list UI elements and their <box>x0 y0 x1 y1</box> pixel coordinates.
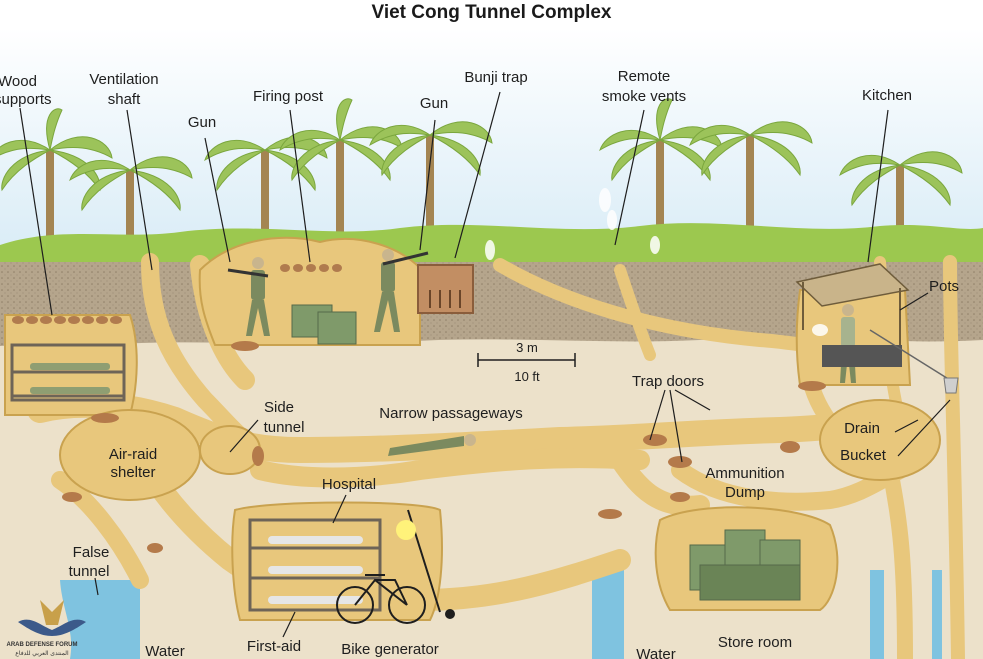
bunk-beds <box>10 343 382 612</box>
label-wood-supports-1: Wood <box>0 73 37 90</box>
label-gun-right: Gun <box>420 95 448 112</box>
forum-watermark-logo: ARAB DEFENSE FORUM المنتدى العربي للدفاع <box>6 600 86 657</box>
label-narrow-passageways: Narrow passageways <box>379 405 522 422</box>
label-pots: Pots <box>929 278 959 295</box>
bunji-trap-pit <box>417 264 474 314</box>
label-side-tunnel-2: tunnel <box>264 419 305 436</box>
trap-door-patches <box>62 341 826 553</box>
label-hospital: Hospital <box>322 476 376 493</box>
label-false-tunnel-2: tunnel <box>69 563 110 580</box>
label-remote-smoke-vents-1: Remote <box>618 68 671 85</box>
label-bike-generator: Bike generator <box>341 641 439 658</box>
water <box>60 570 942 659</box>
label-air-raid-shelter-2: shelter <box>110 464 155 481</box>
smoke-wisps <box>485 188 828 336</box>
label-drain: Drain <box>844 420 880 437</box>
watermark-line1: ARAB DEFENSE FORUM <box>6 642 77 648</box>
label-trap-doors: Trap doors <box>632 373 704 390</box>
label-ammunition-dump-1: Ammunition <box>705 465 784 482</box>
label-ammunition-dump-2: Dump <box>725 484 765 501</box>
diagram-title: Viet Cong Tunnel Complex <box>371 2 612 23</box>
label-store-room: Store room <box>718 634 792 651</box>
scale-imperial: 10 ft <box>514 369 540 384</box>
label-remote-smoke-vents-2: smoke vents <box>602 88 686 105</box>
label-wood-supports-2: supports <box>0 91 52 108</box>
labels: Wood supports Ventilation shaft Gun Firi… <box>0 68 959 659</box>
scale-bar: 3 m 10 ft <box>477 340 576 384</box>
label-gun-left: Gun <box>188 114 216 131</box>
watermark-line2: المنتدى العربي للدفاع <box>15 650 69 657</box>
label-water-right: Water <box>636 646 675 659</box>
label-side-tunnel-1: Side <box>264 399 294 416</box>
label-ventilation-shaft-2: shaft <box>108 91 141 108</box>
label-ventilation-shaft-1: Ventilation <box>89 71 158 88</box>
label-first-aid: First-aid <box>247 638 301 655</box>
scale-metric: 3 m <box>516 340 538 355</box>
supply-crates <box>291 304 801 601</box>
kitchen-hut <box>795 263 959 394</box>
lamp <box>396 520 416 540</box>
label-bucket: Bucket <box>840 447 887 464</box>
label-air-raid-shelter-1: Air-raid <box>109 446 157 463</box>
palm-trees <box>0 98 963 255</box>
label-false-tunnel-1: False <box>73 544 110 561</box>
leader-lines <box>19 91 951 638</box>
label-firing-post: Firing post <box>253 88 324 105</box>
soldier-figures <box>227 249 856 456</box>
wood-supports-logs <box>12 264 342 324</box>
label-bunji-trap: Bunji trap <box>464 69 527 86</box>
label-kitchen: Kitchen <box>862 87 912 104</box>
label-water-left: Water <box>145 643 184 659</box>
